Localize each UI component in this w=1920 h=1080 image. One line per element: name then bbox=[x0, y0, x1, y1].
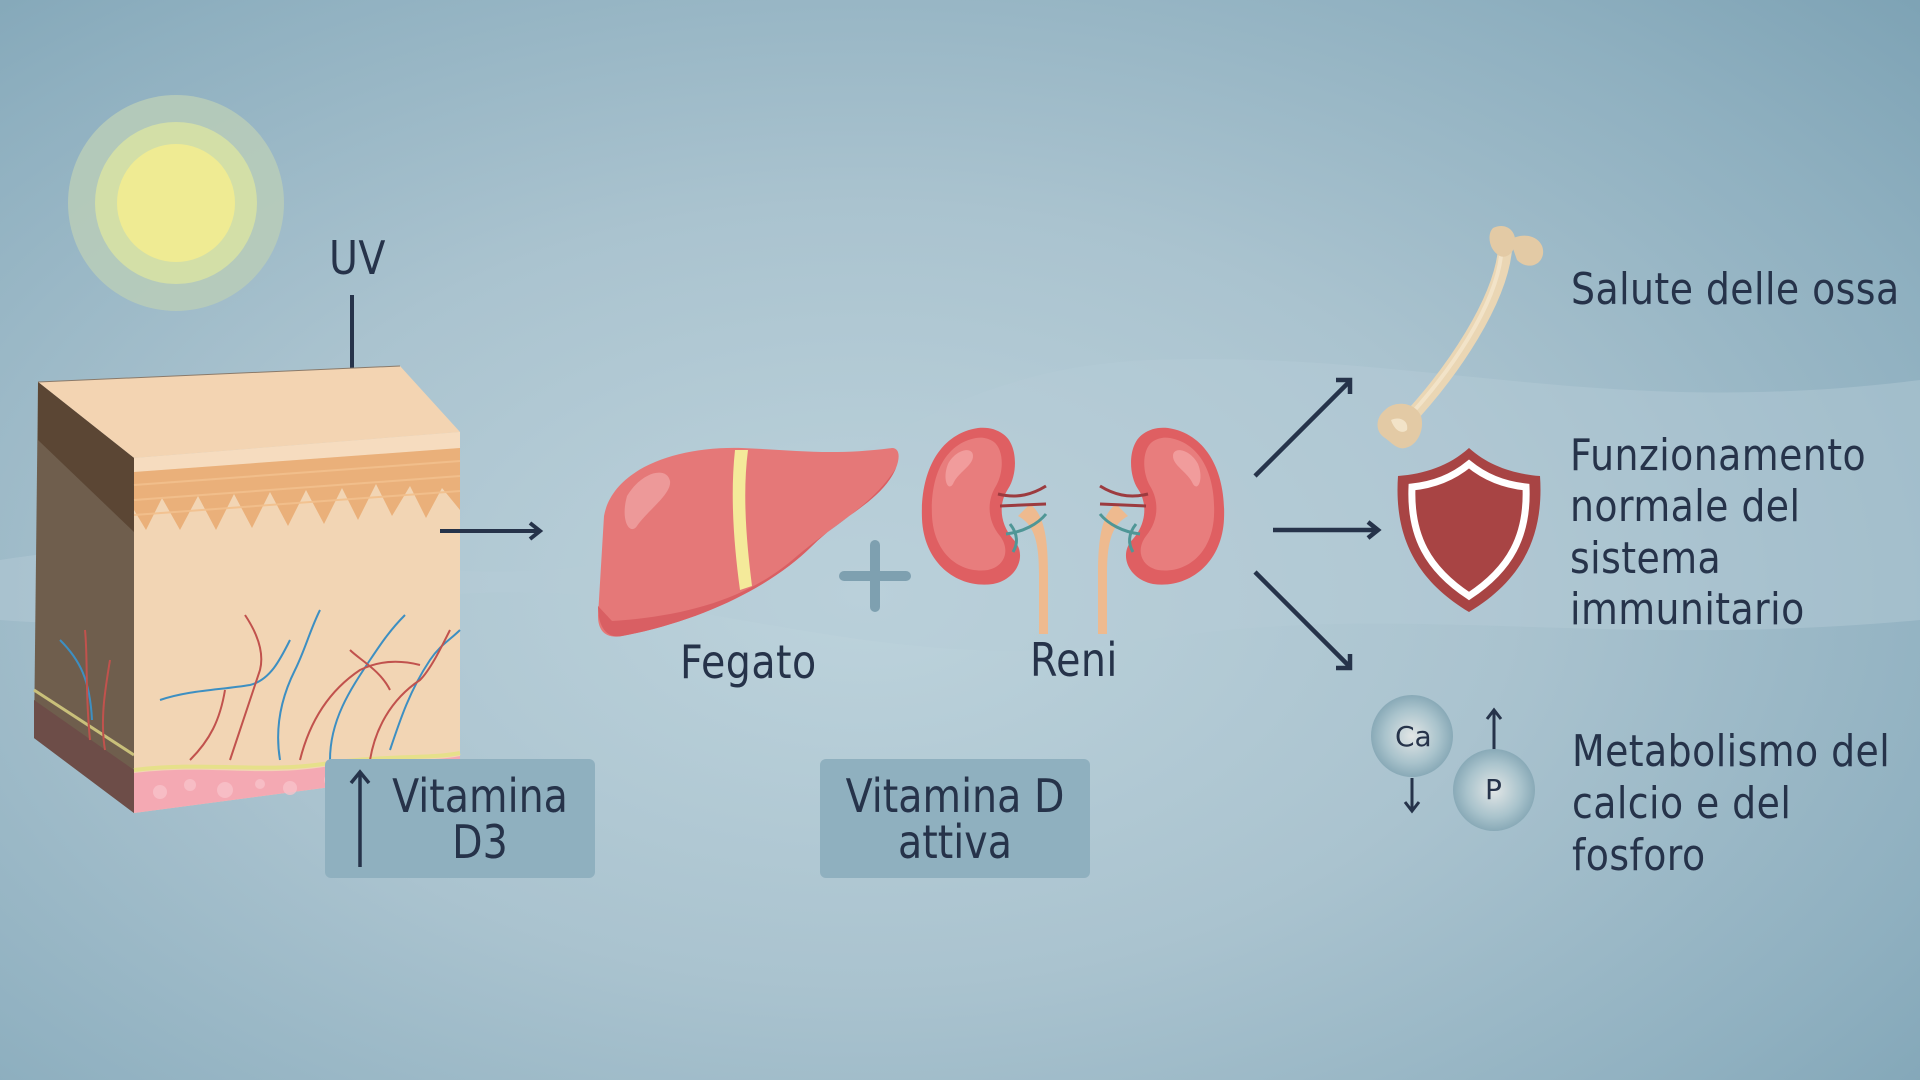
active-vitamin-d-line1: Vitamina D bbox=[845, 769, 1065, 823]
uv-label: UV bbox=[329, 231, 386, 285]
calcium-circle-icon bbox=[1371, 695, 1453, 814]
active-vitamin-d-line2: attiva bbox=[898, 815, 1012, 869]
immune-label-line: immunitario bbox=[1570, 584, 1805, 635]
bone-health-label: Salute delle ossa bbox=[1571, 264, 1900, 315]
metabolism-label-line: fosforo bbox=[1572, 830, 1706, 881]
immune-label-line: Funzionamento bbox=[1570, 430, 1867, 481]
vitamin-d3-box: Vitamina D3 bbox=[325, 759, 595, 878]
phosphorus-symbol: P bbox=[1485, 773, 1502, 806]
vitamin-d3-line1: Vitamina bbox=[392, 769, 568, 823]
phosphorus-circle-icon bbox=[1453, 707, 1535, 831]
liver-icon bbox=[598, 447, 899, 637]
immune-label-line: sistema bbox=[1570, 533, 1722, 584]
sun-icon bbox=[68, 95, 284, 311]
arrow-to-immune-icon bbox=[1273, 520, 1382, 540]
bone-icon bbox=[1377, 225, 1544, 449]
metabolism-label-line: calcio e del bbox=[1572, 778, 1792, 829]
plus-icon bbox=[839, 540, 911, 612]
calcium-symbol: Ca bbox=[1395, 720, 1432, 753]
kidneys-icon bbox=[921, 427, 1225, 634]
arrow-to-bone-icon bbox=[1253, 377, 1353, 478]
arrow-to-metabolism-icon bbox=[1253, 570, 1353, 671]
arrow-up-icon bbox=[349, 769, 371, 867]
shield-icon bbox=[1397, 448, 1541, 612]
metabolism-label-line: Metabolismo del bbox=[1572, 726, 1891, 777]
active-vitamin-d-box: Vitamina D attiva bbox=[820, 759, 1090, 878]
vitamin-d3-line2: D3 bbox=[452, 815, 508, 869]
skin-cross-section-illustration bbox=[33, 365, 461, 813]
liver-label: Fegato bbox=[680, 635, 817, 689]
immune-label-line: normale del bbox=[1570, 481, 1801, 532]
arrow-skin-to-liver-icon bbox=[440, 521, 544, 541]
kidneys-label: Reni bbox=[1030, 633, 1118, 687]
